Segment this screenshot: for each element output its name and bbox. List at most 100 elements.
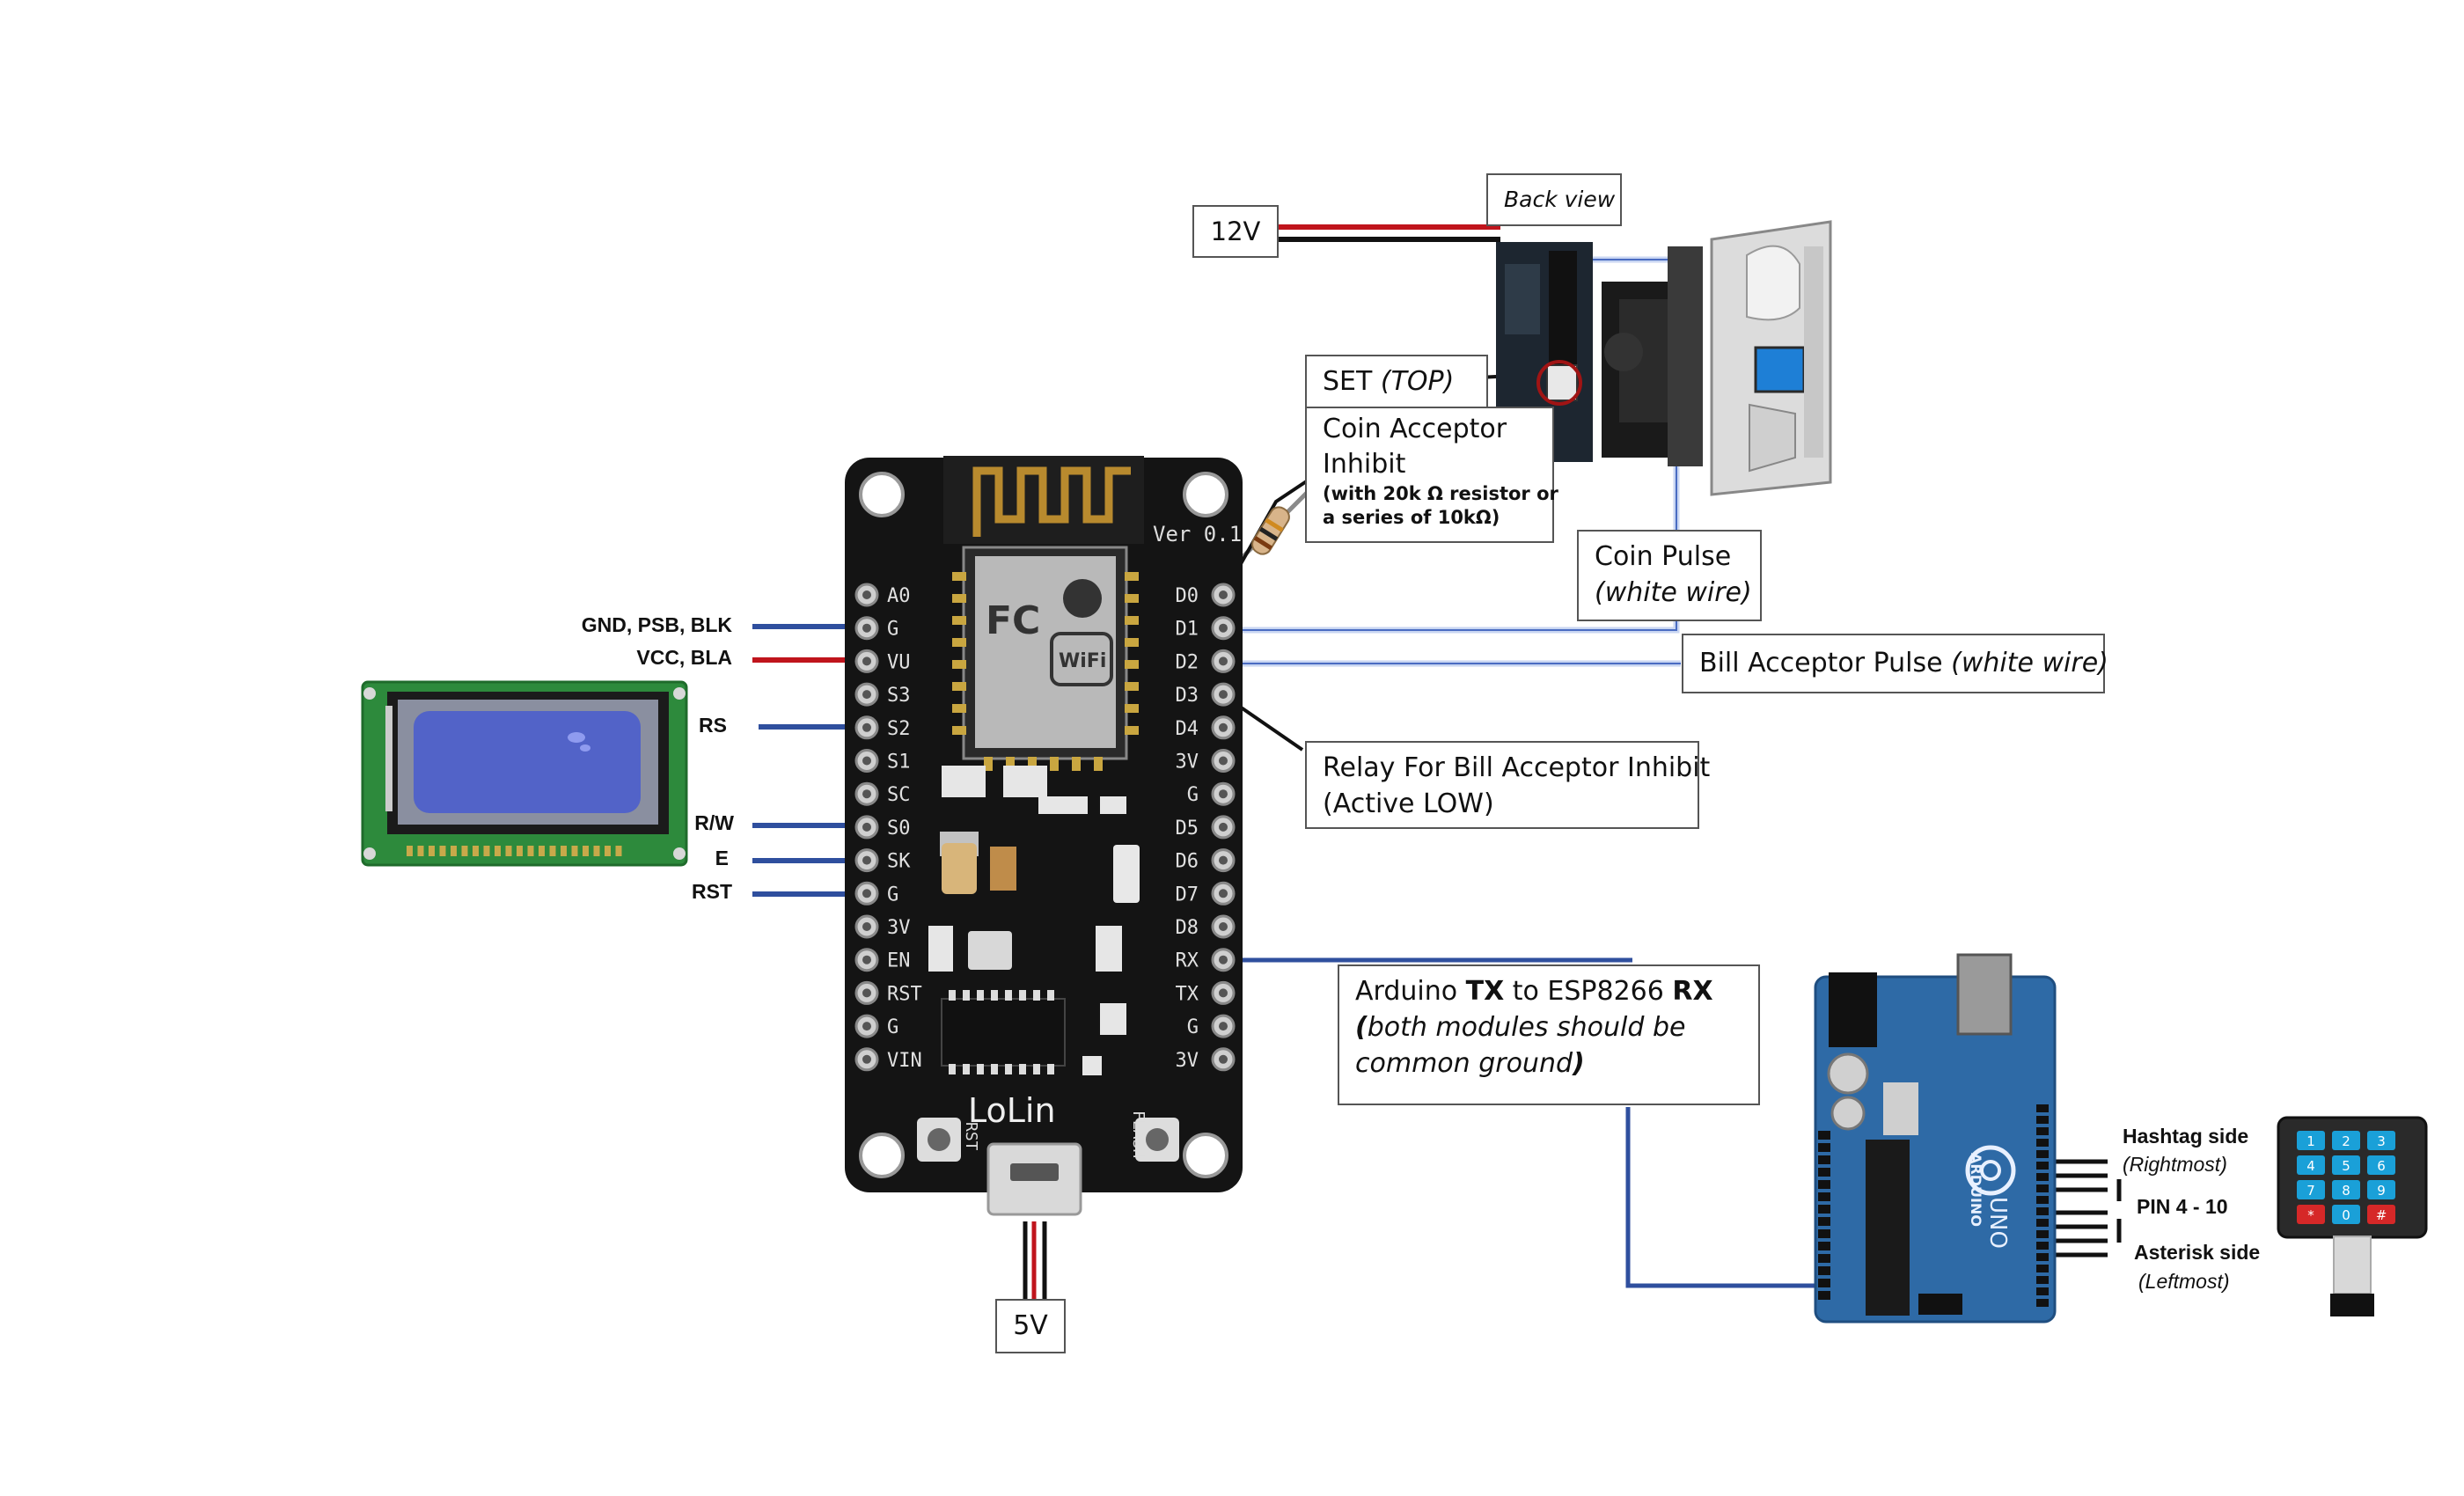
keypad-key-label: 4 bbox=[2306, 1158, 2315, 1174]
right-pin-label: 3V bbox=[1176, 1050, 1199, 1072]
chip-pin bbox=[1005, 1064, 1012, 1074]
keypad-key-label: 9 bbox=[2377, 1183, 2386, 1199]
power-jack bbox=[1829, 972, 1877, 1047]
mount-hole bbox=[859, 472, 905, 517]
bill-pulse-label: Bill Acceptor Pulse (white wire) bbox=[1682, 634, 2108, 693]
arduino-header-pin bbox=[2036, 1139, 2049, 1147]
set-marker bbox=[1536, 360, 1582, 406]
right-pin-label: G bbox=[1187, 784, 1199, 806]
bill-pulse-wire: (white wire) bbox=[1951, 648, 2108, 678]
left-pin-label: VIN bbox=[887, 1050, 922, 1072]
chip-pin bbox=[1033, 990, 1040, 1001]
keypad-pins-label: PIN 4 - 10 bbox=[2137, 1195, 2228, 1218]
chip-pin bbox=[1019, 1064, 1026, 1074]
lcd-pin-gnd: GND, PSB, BLK bbox=[581, 613, 732, 636]
mount-hole bbox=[1183, 1133, 1228, 1178]
left-pin-label: G bbox=[887, 1016, 898, 1038]
arduino-tx-line3: common ground) bbox=[1355, 1045, 1742, 1082]
chip-pin bbox=[963, 1064, 970, 1074]
arduino-header-pin bbox=[2036, 1276, 2049, 1284]
left-pin-label: VU bbox=[887, 651, 911, 673]
right-pin-label: D8 bbox=[1176, 917, 1199, 939]
arduino-header-pin bbox=[2036, 1173, 2049, 1181]
set-label: SET (TOP) bbox=[1305, 355, 1488, 409]
arduino-paren-close: ) bbox=[1573, 1048, 1585, 1079]
coin-pulse-title: Coin Pulse bbox=[1595, 541, 1732, 572]
12v-label: 12V bbox=[1192, 205, 1279, 258]
lcd-pin-e: E bbox=[715, 847, 729, 869]
brand-label: LoLin bbox=[968, 1091, 1056, 1130]
arduino-header-pin bbox=[1818, 1217, 1830, 1226]
lcd-pin bbox=[571, 846, 578, 856]
right-pin-label: 3V bbox=[1176, 752, 1199, 774]
arduino-model: UNO bbox=[1984, 1197, 2011, 1249]
chip-pin bbox=[1047, 990, 1054, 1001]
arduino-header-pin bbox=[1818, 1168, 1830, 1177]
lcd-pin bbox=[407, 846, 413, 856]
set-label-text: SET bbox=[1323, 366, 1381, 397]
right-pin-label: D4 bbox=[1176, 718, 1199, 740]
bill-pulse-title: Bill Acceptor Pulse bbox=[1699, 648, 1952, 678]
arduino-header-pin bbox=[2036, 1150, 2049, 1158]
usb-b-port bbox=[1956, 953, 2013, 1036]
lcd-header-pins bbox=[407, 846, 622, 856]
inhibit-note-2: a series of 10kΩ) bbox=[1323, 507, 1500, 528]
esp-pad bbox=[1125, 594, 1139, 603]
arduino-note-b: common ground bbox=[1355, 1048, 1573, 1079]
chip-pin bbox=[963, 990, 970, 1001]
left-pin-label: EN bbox=[887, 950, 911, 972]
esp-pad bbox=[1125, 572, 1139, 581]
chip-pin bbox=[949, 1064, 956, 1074]
keypad-key-label: * bbox=[2307, 1207, 2314, 1223]
esp-pad bbox=[952, 638, 966, 647]
arduino-header-pin bbox=[2036, 1219, 2049, 1227]
keypad-key bbox=[2367, 1131, 2395, 1150]
mount-hole bbox=[1183, 472, 1228, 517]
relay-line-2: (Active LOW) bbox=[1323, 788, 1494, 819]
inhibit-label: Coin Acceptor Inhibit (with 20k Ω resist… bbox=[1305, 407, 1558, 543]
esp-pad bbox=[1072, 757, 1081, 771]
usb-chip-pins bbox=[949, 990, 1054, 1074]
chip-pin bbox=[1033, 1064, 1040, 1074]
arduino-header-pin bbox=[2036, 1184, 2049, 1192]
lcd-pin bbox=[583, 846, 589, 856]
coin-pulse-label: Coin Pulse (white wire) bbox=[1577, 530, 1762, 621]
keypad-asterisk-sub: (Leftmost) bbox=[2138, 1270, 2230, 1293]
lcd-pin bbox=[593, 846, 600, 856]
keypad-hashtag-label: Hashtag side bbox=[2123, 1125, 2249, 1148]
keypad-key-label: 2 bbox=[2342, 1133, 2350, 1149]
left-pin-label: SC bbox=[887, 784, 911, 806]
keypad-key-label: 6 bbox=[2377, 1158, 2386, 1174]
lcd-pin bbox=[451, 846, 457, 856]
arduino-paren-open: ( bbox=[1355, 1012, 1368, 1043]
relay-label: Relay For Bill Acceptor Inhibit (Active … bbox=[1305, 741, 1710, 829]
keypad-key bbox=[2367, 1180, 2395, 1199]
lcd-pin-vcc: VCC, BLA bbox=[636, 646, 732, 669]
esp-pad bbox=[952, 616, 966, 625]
mount-hole bbox=[859, 1133, 905, 1178]
keypad-key-label: 7 bbox=[2306, 1183, 2315, 1199]
inhibit-label-line1: Coin Acceptor bbox=[1323, 414, 1507, 444]
keypad-key bbox=[2297, 1180, 2325, 1199]
arduino-tx-line1: Arduino TX to ESP8266 RX bbox=[1355, 973, 1742, 1009]
set-label-top: (TOP) bbox=[1380, 366, 1455, 397]
lcd-pin bbox=[561, 846, 567, 856]
chip-pin bbox=[1019, 990, 1026, 1001]
esp-pad bbox=[952, 594, 966, 603]
lcd-pin bbox=[539, 846, 545, 856]
esp-pad bbox=[1094, 757, 1103, 771]
arduino-text-1: Arduino bbox=[1355, 976, 1466, 1007]
5v-label: 5V bbox=[995, 1299, 1066, 1353]
esp-pad bbox=[1125, 682, 1139, 691]
arduino-header-pin bbox=[2036, 1299, 2049, 1307]
arduino-header-pin bbox=[1818, 1192, 1830, 1201]
arduino-right-header bbox=[2036, 1104, 2049, 1307]
left-pin-label: S1 bbox=[887, 752, 911, 774]
left-pin-label: S3 bbox=[887, 685, 911, 707]
arduino-tx-line2: (both modules should be bbox=[1355, 1009, 1742, 1045]
left-pin-label: SK bbox=[887, 851, 911, 873]
arduino-header-pin bbox=[2036, 1127, 2049, 1135]
